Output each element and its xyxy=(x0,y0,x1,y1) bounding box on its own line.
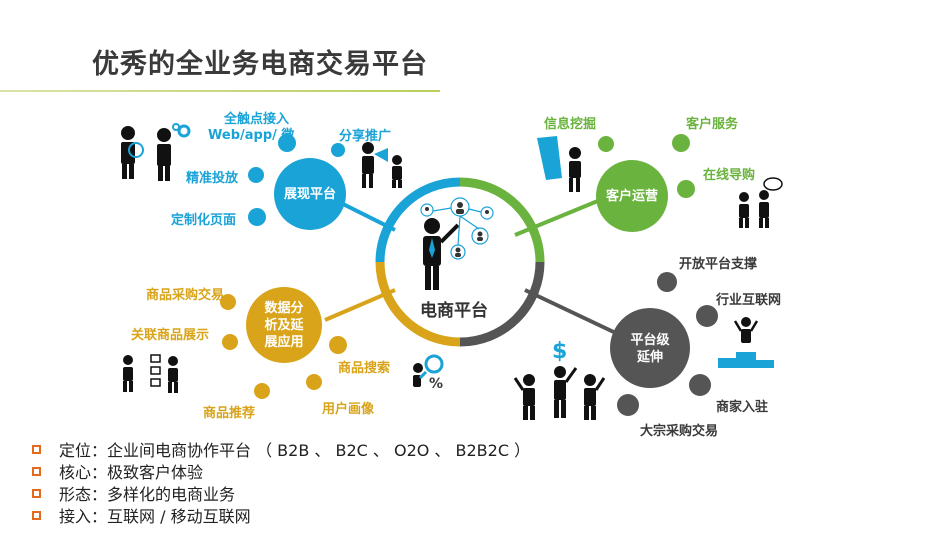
dot-profile xyxy=(306,374,322,390)
hub-label-platform: 平台级 延伸 xyxy=(622,332,678,366)
hub-label-customer: 客户运营 xyxy=(605,189,658,204)
network-people-icons xyxy=(420,197,494,260)
title-underline xyxy=(0,90,440,92)
bullet-text: 接入：互联网 / 移动互联网 xyxy=(59,507,251,526)
dot-info xyxy=(598,136,614,152)
dot-precise xyxy=(248,167,264,183)
dot-procure xyxy=(220,294,236,310)
checklist-people-icon xyxy=(123,354,178,393)
bullet-access: 接入：互联网 / 移动互联网 xyxy=(32,504,530,526)
dot-related xyxy=(222,334,238,350)
label-procure: 商品采购交易 xyxy=(146,288,225,303)
bullet-text: 定位：企业间电商协作平台 （ B2B 、 B2C 、 O2O 、 B2B2C ） xyxy=(59,441,531,460)
center-businessman-icon xyxy=(423,218,460,290)
summary-bullet-list: 定位：企业间电商协作平台 （ B2B 、 B2C 、 O2O 、 B2B2C ）… xyxy=(32,438,530,526)
hub-label-platform-line2: 延伸 xyxy=(636,350,663,365)
dot-custom xyxy=(248,208,266,226)
dot-bulk xyxy=(617,394,639,416)
label-web-line2: Web/app/ 微 xyxy=(208,128,295,143)
label-merchant: 商家入驻 xyxy=(716,400,769,415)
hub-label-data-line2: 析及延 xyxy=(264,318,304,333)
dot-service xyxy=(672,134,690,152)
center-ring-dark xyxy=(459,261,545,347)
dot-guide xyxy=(677,180,695,198)
hub-display xyxy=(274,158,346,230)
dot-open xyxy=(657,272,677,292)
label-online-guide: 在线导购 xyxy=(703,168,756,183)
dot-search xyxy=(329,336,347,354)
hub-label-data: 数据分 析及延 展应用 xyxy=(256,300,312,351)
label-industry: 行业互联网 xyxy=(716,293,782,308)
bullet-core: 核心：极致客户体验 xyxy=(32,460,530,482)
label-bulk: 大宗采购交易 xyxy=(640,424,719,439)
page-title: 优秀的全业务电商交易平台 xyxy=(92,49,428,80)
label-customer-service: 客户服务 xyxy=(686,117,739,132)
bullet-positioning: 定位：企业间电商协作平台 （ B2B 、 B2C 、 O2O 、 B2B2C ） xyxy=(32,438,530,460)
bullet-text: 核心：极致客户体验 xyxy=(59,463,204,482)
bullet-square-icon xyxy=(32,488,41,498)
svg-text:$: $ xyxy=(552,339,567,364)
dot-web xyxy=(278,134,296,152)
bullet-square-icon xyxy=(32,444,41,454)
hub-platform xyxy=(610,308,690,388)
label-search: 商品搜索 xyxy=(338,361,391,376)
magnifier-percent-icon xyxy=(413,354,444,387)
label-custom-page: 定制化页面 xyxy=(171,213,237,228)
label-percent: % xyxy=(429,376,444,392)
label-info-mining: 信息挖掘 xyxy=(544,117,597,132)
megaphone-person-icon xyxy=(362,142,402,188)
hub-label-display: 展现平台 xyxy=(283,187,336,202)
handshake-icon xyxy=(739,177,783,228)
document-person-icon xyxy=(537,136,581,192)
connector-platform xyxy=(524,288,621,337)
center-label: 电商平台 xyxy=(420,301,488,321)
dot-recommend xyxy=(254,383,270,399)
bullet-text: 形态：多样化的电商业务 xyxy=(59,485,236,504)
network-person-glyphs xyxy=(425,202,489,257)
hub-label-data-line3: 展应用 xyxy=(264,335,304,350)
label-precise: 精准投放 xyxy=(186,171,239,186)
label-related: 关联商品展示 xyxy=(131,328,210,343)
bullet-form: 形态：多样化的电商业务 xyxy=(32,482,530,504)
businessmen-gears-icon xyxy=(121,123,191,181)
dot-merchant xyxy=(689,374,711,396)
podium-icon xyxy=(718,317,774,368)
label-web-line1: 全触点接入 xyxy=(224,112,290,127)
label-open-platform: 开放平台支撑 xyxy=(679,257,758,272)
celebrating-people-icon: $ xyxy=(513,339,606,420)
hub-label-data-line1: 数据分 xyxy=(264,301,304,316)
center-ring-gold xyxy=(375,261,461,347)
label-recommend: 商品推荐 xyxy=(203,406,256,421)
hub-label-platform-line1: 平台级 xyxy=(630,333,670,348)
hub-customer xyxy=(596,160,668,232)
bullet-square-icon xyxy=(32,510,41,520)
center-ring-blue xyxy=(375,177,461,263)
dot-share xyxy=(331,143,345,157)
label-share: 分享推广 xyxy=(339,129,392,144)
hub-data xyxy=(246,287,322,363)
dot-industry xyxy=(696,305,718,327)
center-ring-green xyxy=(459,177,545,263)
bullet-square-icon xyxy=(32,466,41,476)
label-profile: 用户画像 xyxy=(322,402,375,417)
